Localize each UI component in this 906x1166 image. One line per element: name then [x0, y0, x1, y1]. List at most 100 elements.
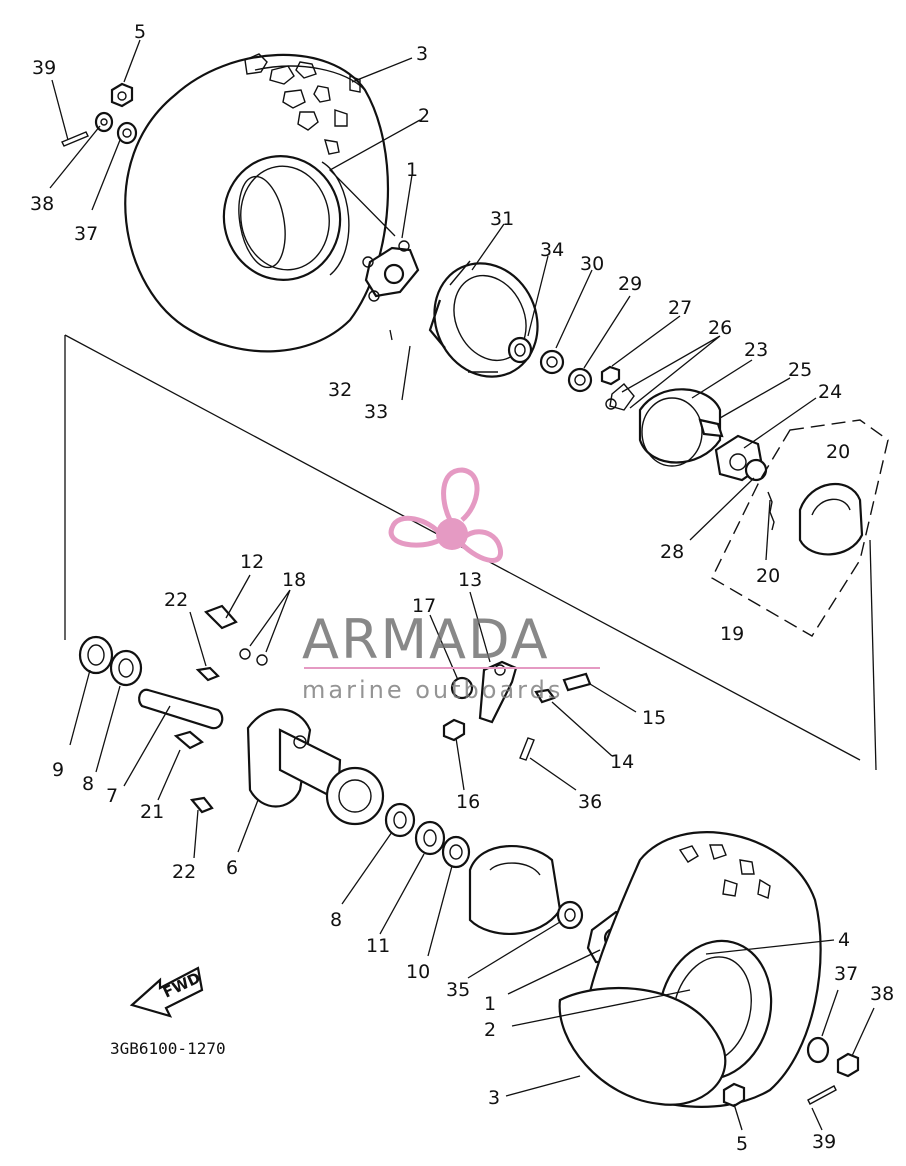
bolt-22a — [195, 666, 220, 682]
callout-28: 28 — [660, 541, 684, 563]
callout-30: 30 — [580, 253, 604, 275]
callout-21: 21 — [140, 801, 164, 823]
oil-seal-10 — [441, 835, 471, 869]
callout-34: 34 — [540, 239, 564, 261]
callout-5: 5 — [134, 21, 146, 43]
propeller-logo — [388, 467, 503, 563]
callout-32: 32 — [328, 379, 352, 401]
callout-24: 24 — [818, 381, 842, 403]
callout-15: 15 — [642, 707, 666, 729]
callout-7: 7 — [106, 785, 118, 807]
lower-nut-5 — [722, 1082, 746, 1108]
callout-38: 38 — [30, 193, 54, 215]
fwd-arrow: FWD — [129, 966, 203, 1018]
callout-1: 1 — [406, 159, 418, 181]
bolt-22b — [189, 796, 214, 814]
callout-31: 31 — [490, 208, 514, 230]
cotter-pin-39b — [807, 1085, 837, 1105]
seal-35 — [556, 900, 584, 930]
callout-39-lower: 39 — [812, 1131, 836, 1153]
callout-6: 6 — [226, 857, 238, 879]
callout-35: 35 — [446, 979, 470, 1001]
leader-lines — [49, 39, 875, 1131]
callout-8-left: 8 — [82, 773, 94, 795]
washer-17 — [450, 676, 474, 700]
oil-seal-34 — [507, 336, 533, 364]
callout-36: 36 — [578, 791, 602, 813]
callout-26: 26 — [708, 317, 732, 339]
callout-3: 3 — [416, 43, 428, 65]
washer-37b — [806, 1036, 830, 1064]
callout-16: 16 — [456, 791, 480, 813]
brake-cover — [638, 388, 724, 467]
brake-shoe-19 — [798, 482, 864, 556]
callout-33: 33 — [364, 401, 388, 423]
tire-tread-blocks — [244, 53, 361, 155]
callout-22-upper: 22 — [164, 589, 188, 611]
callout-12: 12 — [240, 551, 264, 573]
spring-36 — [519, 737, 535, 761]
callout-23: 23 — [744, 339, 768, 361]
final-gear-case — [468, 844, 562, 936]
callout-18: 18 — [282, 569, 306, 591]
brake-cam-lever-13 — [478, 660, 518, 724]
callout-4: 4 — [838, 929, 850, 951]
callout-20-lower: 20 — [756, 565, 780, 587]
callout-9: 9 — [52, 759, 64, 781]
callout-17: 17 — [412, 595, 436, 617]
nut-38b — [836, 1052, 860, 1078]
pin-25 — [698, 418, 724, 438]
drawing-code: 3GB6100-1270 — [110, 1039, 226, 1058]
callout-29: 29 — [618, 273, 642, 295]
spring-20 — [767, 491, 775, 531]
callout-20-upper: 20 — [826, 441, 850, 463]
bolt-12 — [204, 604, 238, 630]
callout-37: 37 — [74, 223, 98, 245]
callout-1-lower: 1 — [484, 993, 496, 1015]
callout-37-lower: 37 — [834, 963, 858, 985]
bearing-30 — [539, 349, 565, 375]
upper-wheel-hub — [362, 240, 420, 302]
upper-wheel-tire — [124, 53, 390, 353]
axle-housing-6 — [246, 708, 385, 826]
collar-11 — [414, 820, 446, 856]
clip-26 — [609, 383, 635, 411]
callout-13: 13 — [458, 569, 482, 591]
callout-19: 19 — [720, 623, 744, 645]
callout-11: 11 — [366, 935, 390, 957]
callout-8-right: 8 — [330, 909, 342, 931]
spacer-7 — [138, 688, 224, 730]
callout-27: 27 — [668, 297, 692, 319]
callout-labels: 39 5 3 2 1 38 37 31 34 30 29 27 26 23 25… — [30, 21, 894, 1155]
o-ring-18a — [239, 648, 251, 660]
armada-watermark: ARMADA marine outboards — [302, 467, 600, 704]
callout-22-lower: 22 — [172, 861, 196, 883]
brake-drum — [428, 260, 539, 378]
callout-3-lower: 3 — [488, 1087, 500, 1109]
callout-38-lower: 38 — [870, 983, 894, 1005]
bolt-15 — [562, 672, 592, 692]
bearing-8 — [109, 649, 143, 687]
watermark-tagline: marine outboards — [302, 676, 563, 704]
bearing-8b — [384, 802, 416, 838]
oil-seal-9 — [78, 635, 114, 675]
callout-25: 25 — [788, 359, 812, 381]
callout-10: 10 — [406, 961, 430, 983]
callout-39: 39 — [32, 57, 56, 79]
callout-2-lower: 2 — [484, 1019, 496, 1041]
o-ring-18b — [256, 654, 268, 666]
callout-5-lower: 5 — [736, 1133, 748, 1155]
pin-14 — [534, 688, 556, 704]
nut-27 — [600, 365, 621, 386]
callout-14: 14 — [610, 751, 634, 773]
upper-nut-washer-group — [61, 82, 138, 147]
lower-wheel-tire — [558, 831, 822, 1108]
callout-2: 2 — [418, 105, 430, 127]
watermark-brand: ARMADA — [302, 608, 550, 671]
brake-shoe-kit-boundary — [711, 419, 889, 637]
o-ring-28 — [744, 458, 768, 482]
nut-16 — [442, 718, 466, 742]
washer-29 — [567, 367, 593, 393]
grease-nipple-21 — [173, 730, 204, 750]
